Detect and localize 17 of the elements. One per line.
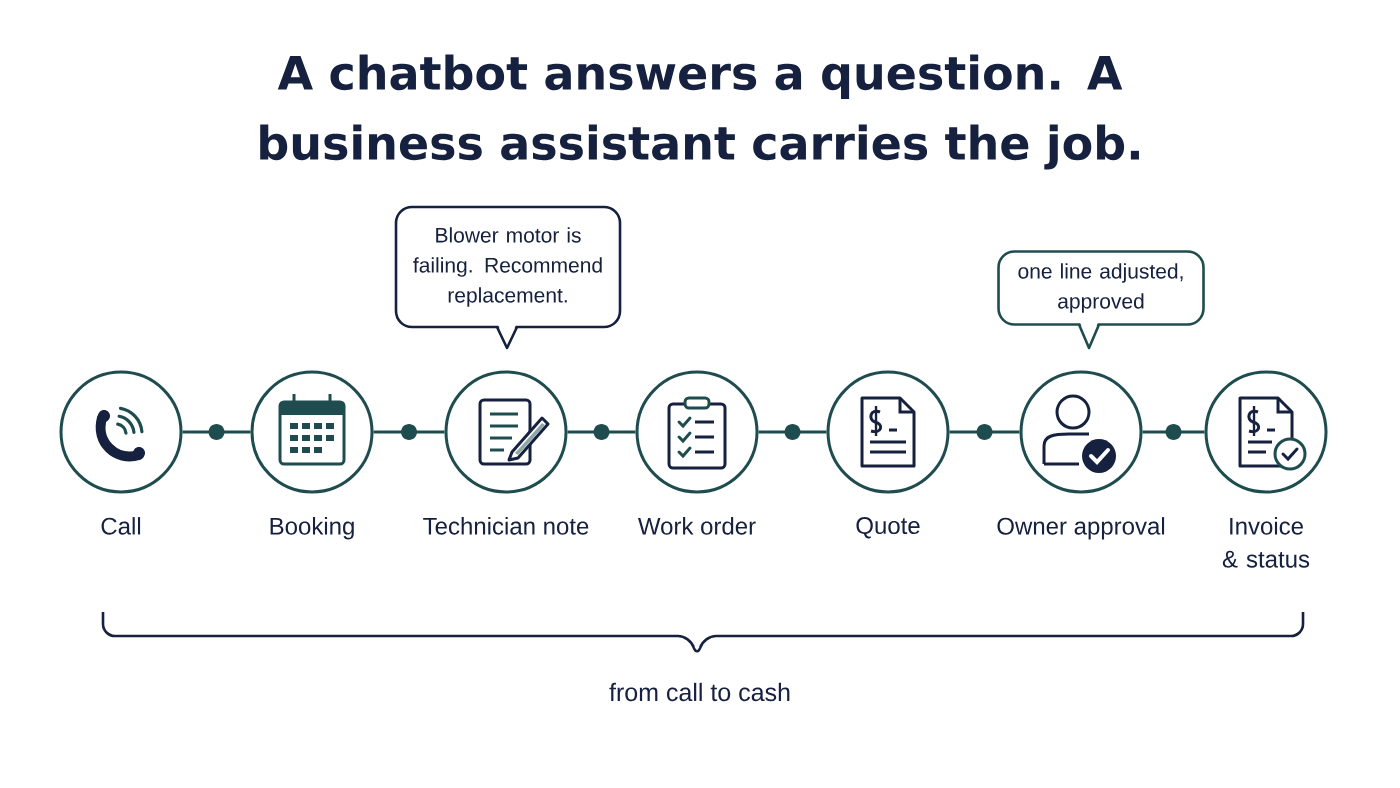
step-label: Booking bbox=[270, 517, 354, 540]
speech-bubble: one line adjusted, approved bbox=[997, 250, 1205, 350]
step-label: Quote bbox=[856, 517, 920, 539]
connector bbox=[758, 424, 827, 440]
bracket-label: from call to cash bbox=[609, 682, 790, 702]
speech-bubble: Blower motor is failing. Recommend replacement. bbox=[394, 205, 622, 350]
step-label: Owner approval bbox=[997, 517, 1165, 540]
connector bbox=[949, 424, 1020, 440]
connector bbox=[373, 424, 445, 440]
step-label: Technician note bbox=[423, 517, 589, 535]
title: A chatbot answers a question. A business assistant carries the job. bbox=[260, 54, 1139, 170]
connector bbox=[1142, 424, 1205, 440]
step-label: Work order bbox=[638, 517, 756, 535]
step-label: Call bbox=[101, 517, 141, 535]
connector bbox=[567, 424, 636, 440]
step-label: Invoice & status bbox=[1222, 517, 1310, 568]
connector bbox=[182, 424, 251, 440]
